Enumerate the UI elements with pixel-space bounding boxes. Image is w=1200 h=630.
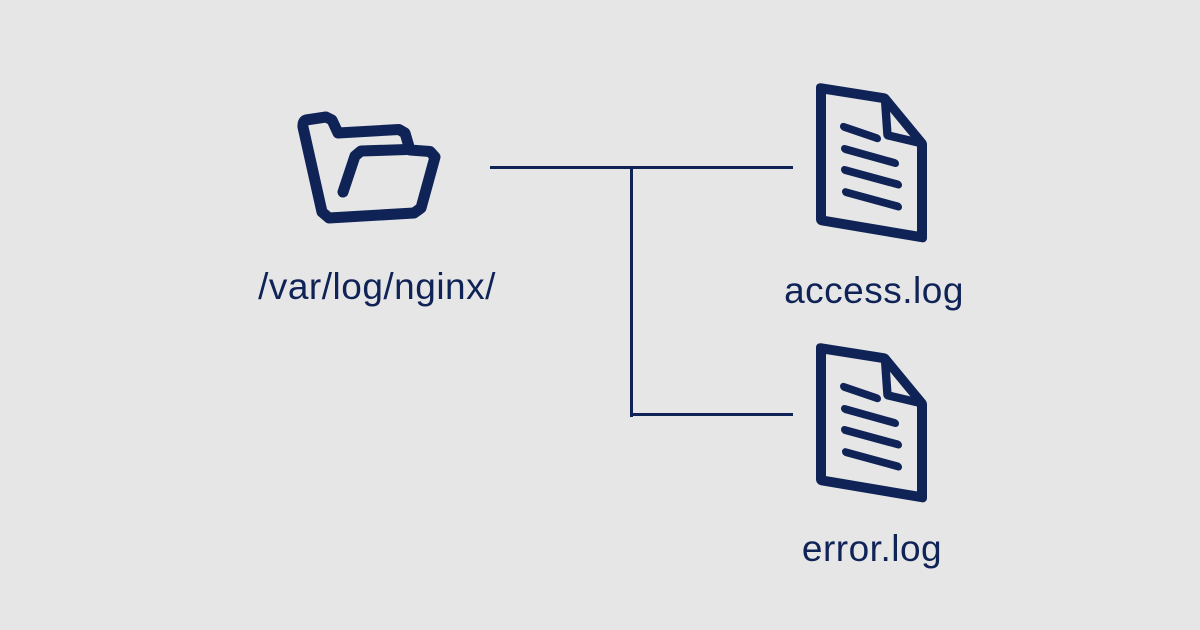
connector-vertical-branch [630,166,633,417]
file-node-error-log [813,340,938,520]
document-icon [816,343,927,503]
folder-node [293,103,463,231]
document-icon [816,83,927,243]
file-label-access-log: access.log [784,270,964,311]
folder-label: /var/log/nginx/ [258,266,496,307]
open-folder-icon [297,111,441,224]
connector-folder-to-access [490,166,793,169]
file-label-error-log: error.log [801,528,943,569]
connector-branch-to-error [630,413,793,416]
file-node-access-log [813,80,938,260]
